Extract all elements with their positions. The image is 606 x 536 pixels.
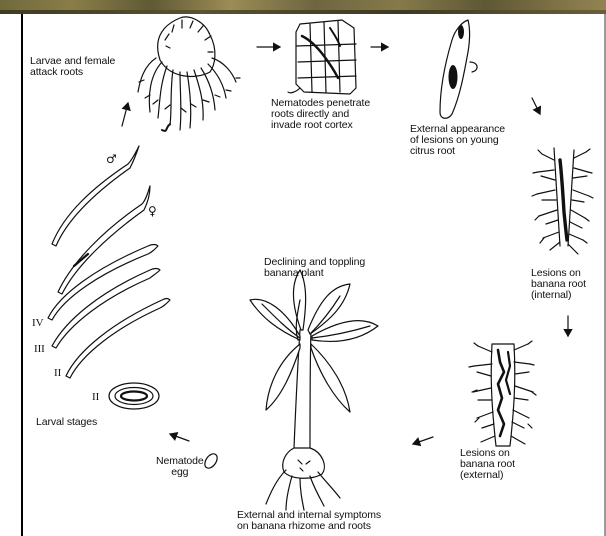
label-stage-ii-egg: II	[92, 392, 99, 403]
banana-root-external-illustration	[469, 341, 536, 446]
label-lesions-external: Lesions on banana root (external)	[460, 448, 515, 481]
label-line: citrus root	[410, 146, 505, 157]
label-line: attack roots	[30, 67, 115, 78]
label-line: invade root cortex	[271, 120, 370, 131]
label-lesions-internal: Lesions on banana root (internal)	[531, 268, 586, 301]
label-larval-stages: Larval stages	[36, 417, 97, 428]
label-declining-plant: Declining and toppling banana plant	[264, 257, 365, 279]
larval-stage-ii-shape	[66, 299, 170, 379]
label-citrus-lesions: External appearance of lesions on young …	[410, 124, 505, 157]
label-nematodes-penetrate: Nematodes penetrate roots directly and i…	[271, 98, 370, 131]
female-symbol: ♀	[148, 206, 157, 217]
label-larvae-attack-roots: Larvae and female attack roots	[30, 56, 115, 78]
male-nematode-shape	[52, 146, 139, 246]
label-nematode-egg: Nematode egg	[156, 456, 204, 478]
label-line: egg	[156, 467, 204, 478]
root-cluster-illustration	[138, 17, 240, 131]
banana-plant-illustration	[250, 270, 378, 510]
nematode-egg-shape	[202, 452, 219, 471]
arrow-3	[532, 98, 540, 114]
label-line: on banana rhizome and roots	[237, 521, 381, 532]
banana-root-internal-illustration	[532, 148, 593, 254]
label-line: (external)	[460, 470, 515, 481]
label-rhizome-symptoms: External and internal symptoms on banana…	[237, 510, 381, 532]
label-line: banana plant	[264, 268, 365, 279]
arrow-7	[122, 103, 128, 126]
label-stage-iii: III	[34, 344, 45, 355]
root-cell-section-illustration	[288, 20, 356, 94]
arrow-5	[413, 437, 433, 444]
arrow-6	[170, 434, 189, 441]
label-line: (internal)	[531, 290, 586, 301]
label-stage-iv: IV	[32, 318, 43, 329]
male-symbol: ♂	[106, 154, 117, 165]
citrus-root-illustration	[440, 20, 477, 118]
label-stage-ii: II	[54, 368, 61, 379]
